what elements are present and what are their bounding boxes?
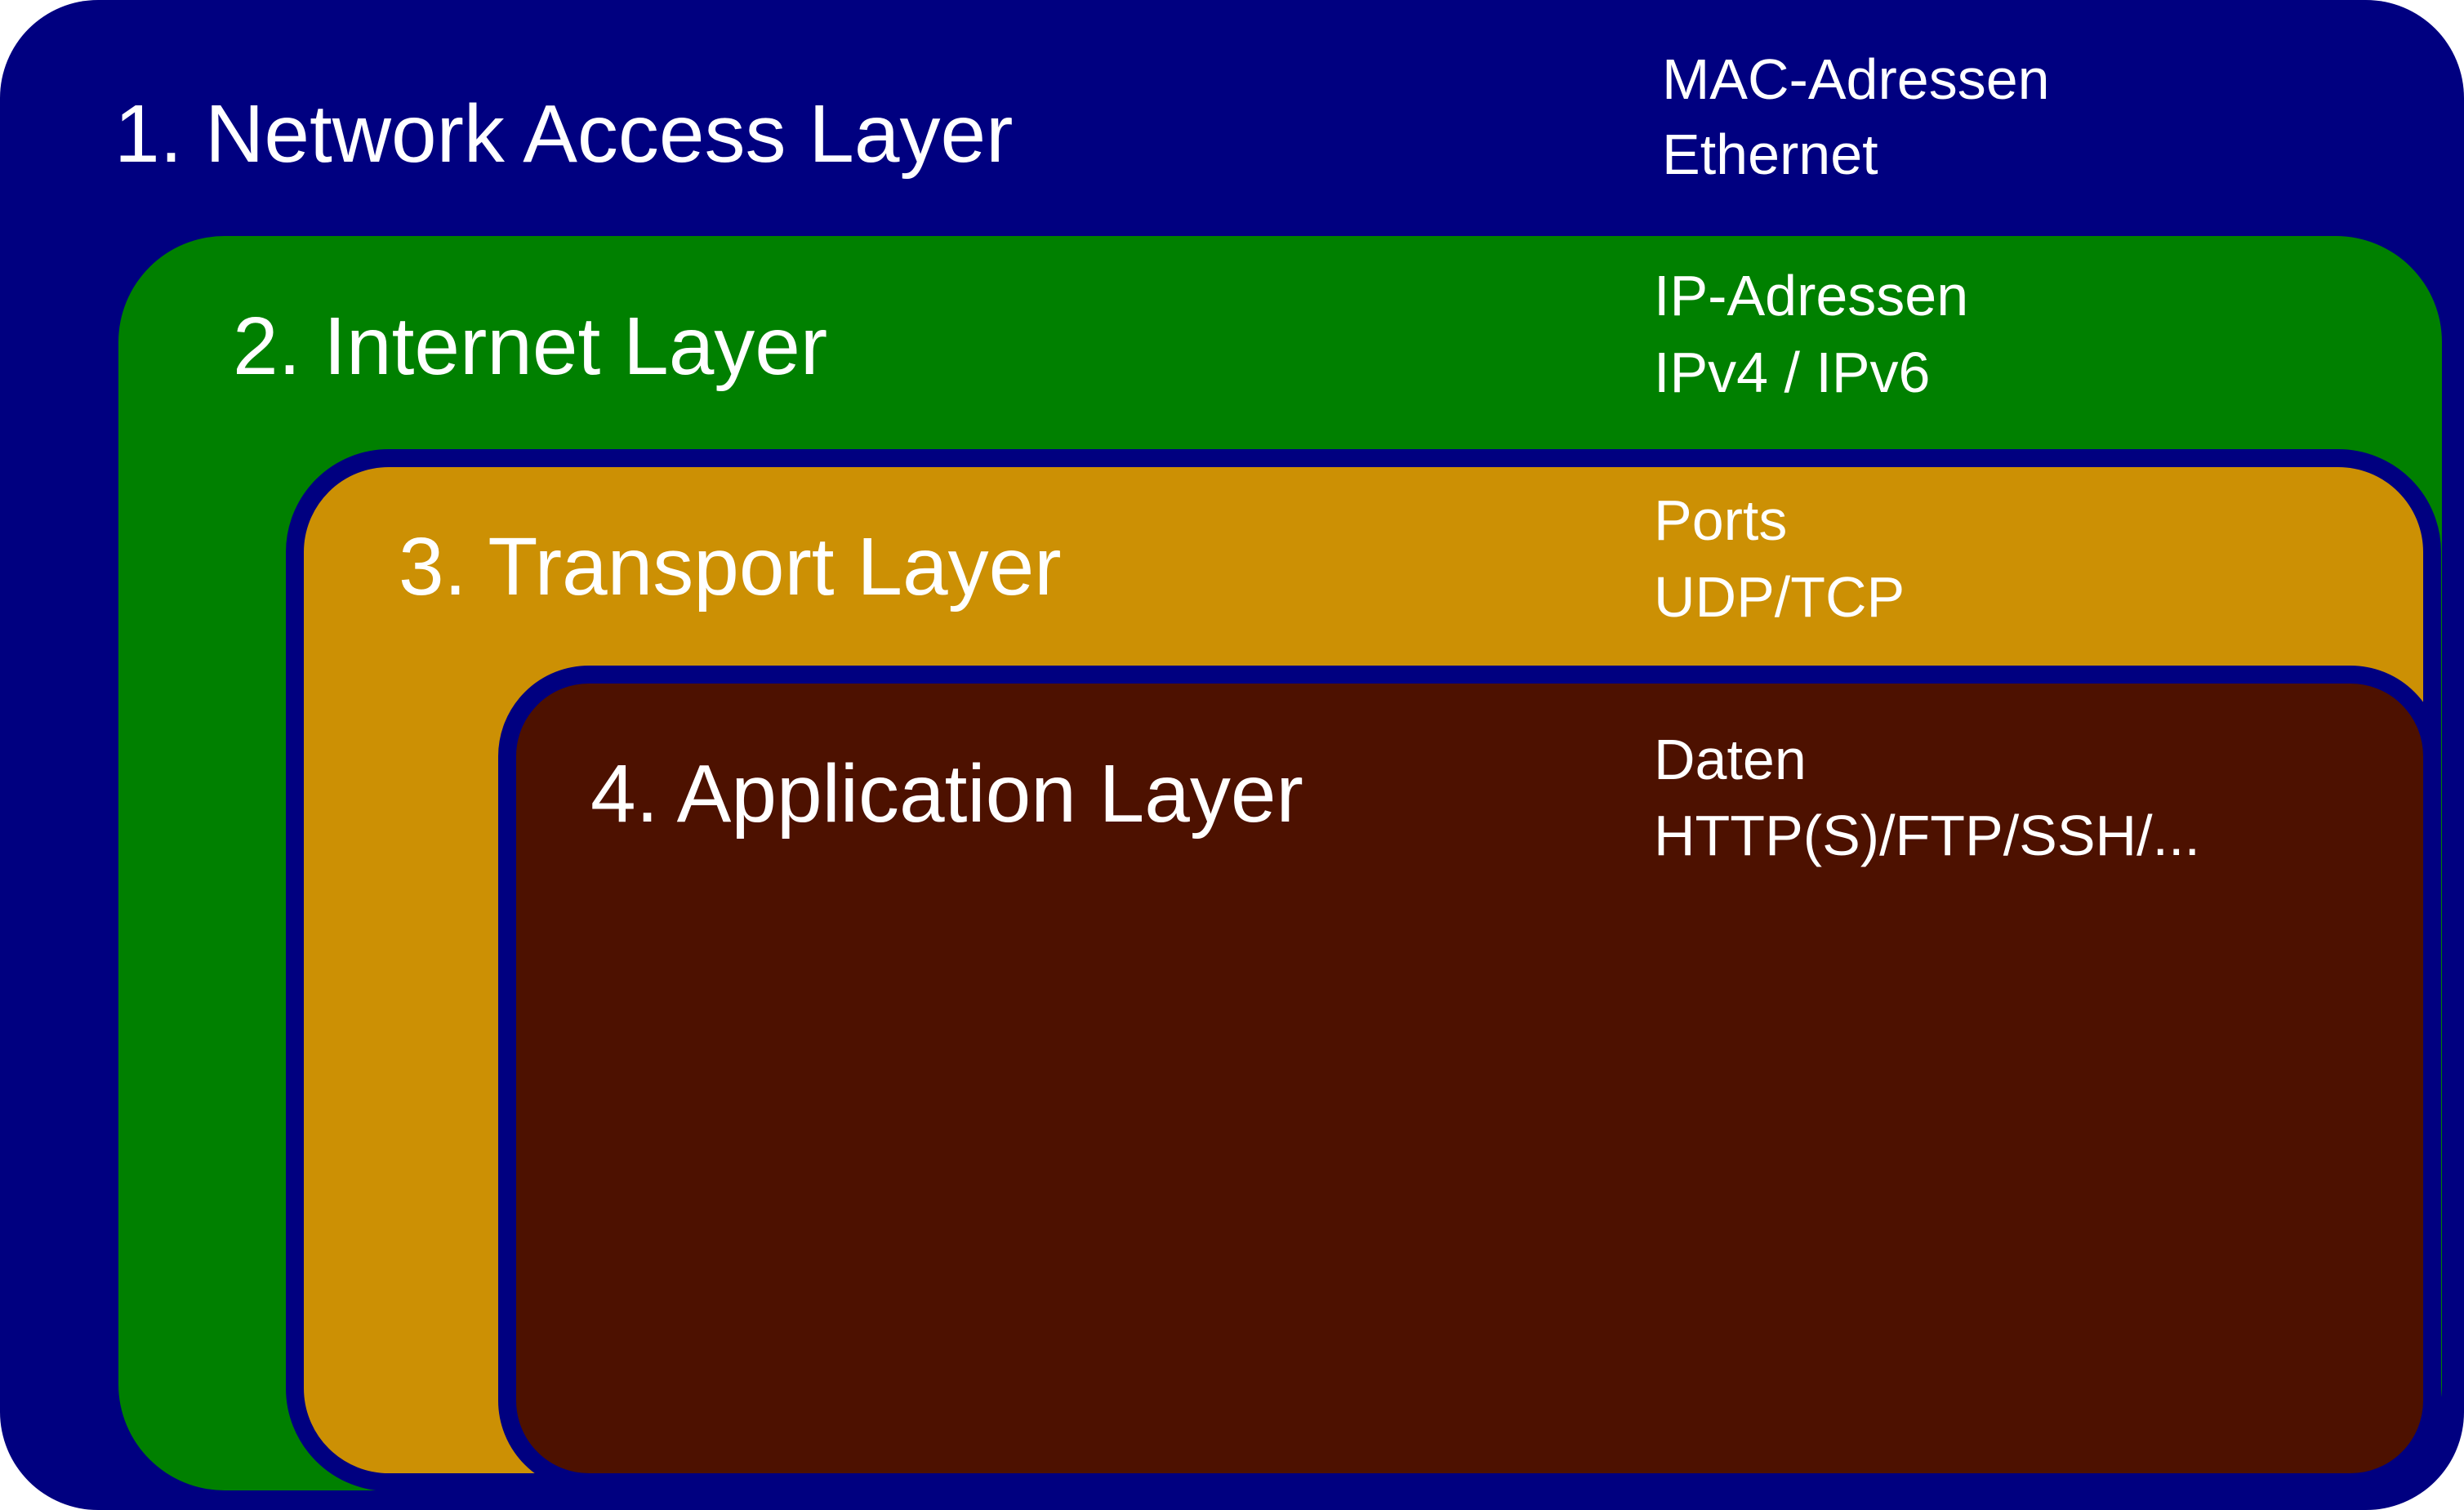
layer-network-access-title: 1. Network Access Layer xyxy=(114,88,1013,180)
layer-application-title: 4. Application Layer xyxy=(590,748,1303,840)
layer-application-info-line-2: HTTP(S)/FTP/SSH/... xyxy=(1654,804,2200,867)
layer-application: 4. Application Layer Daten HTTP(S)/FTP/S… xyxy=(498,666,2441,1491)
layer-application-box xyxy=(498,666,2441,1491)
layer-application-info-line-1: Daten xyxy=(1654,728,1807,791)
layer-internet-title: 2. Internet Layer xyxy=(233,301,827,392)
layer-transport-title: 3. Transport Layer xyxy=(399,521,1062,612)
layer-internet-info-line-2: IPv4 / IPv6 xyxy=(1654,341,1930,404)
layer-internet-info-line-1: IP-Adressen xyxy=(1654,264,1968,327)
layer-network-access-info-line-2: Ethernet xyxy=(1662,122,1878,186)
layer-transport-info-line-2: UDP/TCP xyxy=(1654,565,1905,629)
layer-transport-info-line-1: Ports xyxy=(1654,488,1787,552)
layer-network-access-info-line-1: MAC-Adressen xyxy=(1662,47,2050,111)
